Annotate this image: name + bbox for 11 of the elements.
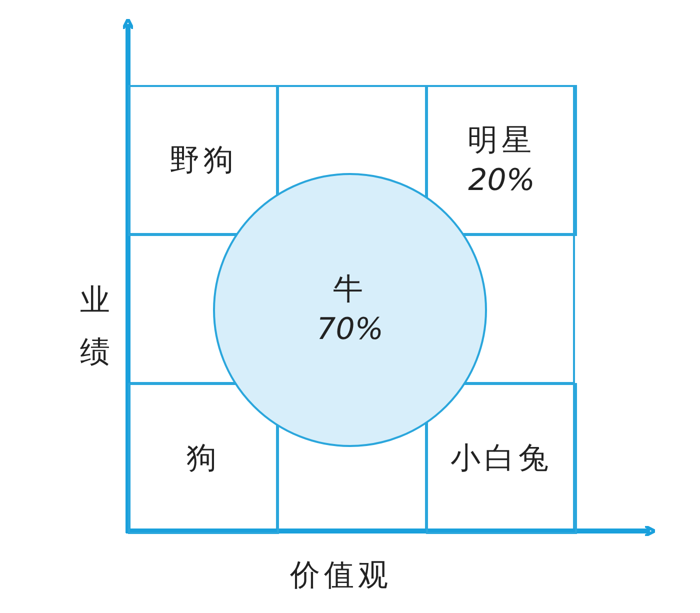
percentage-label: 20% (468, 162, 535, 200)
category-label: 牛 (333, 271, 367, 309)
x-axis-title: 价值观 (290, 557, 392, 595)
category-label: 明星 (468, 122, 536, 160)
grid-cell (426, 383, 577, 534)
y-axis-title: 业绩 (80, 282, 111, 372)
category-label: 小白兔 (450, 440, 552, 478)
category-label: 野狗 (170, 142, 238, 180)
percentage-label: 70% (316, 311, 384, 349)
category-label: 狗 (186, 440, 220, 478)
grid-cell (128, 383, 279, 534)
